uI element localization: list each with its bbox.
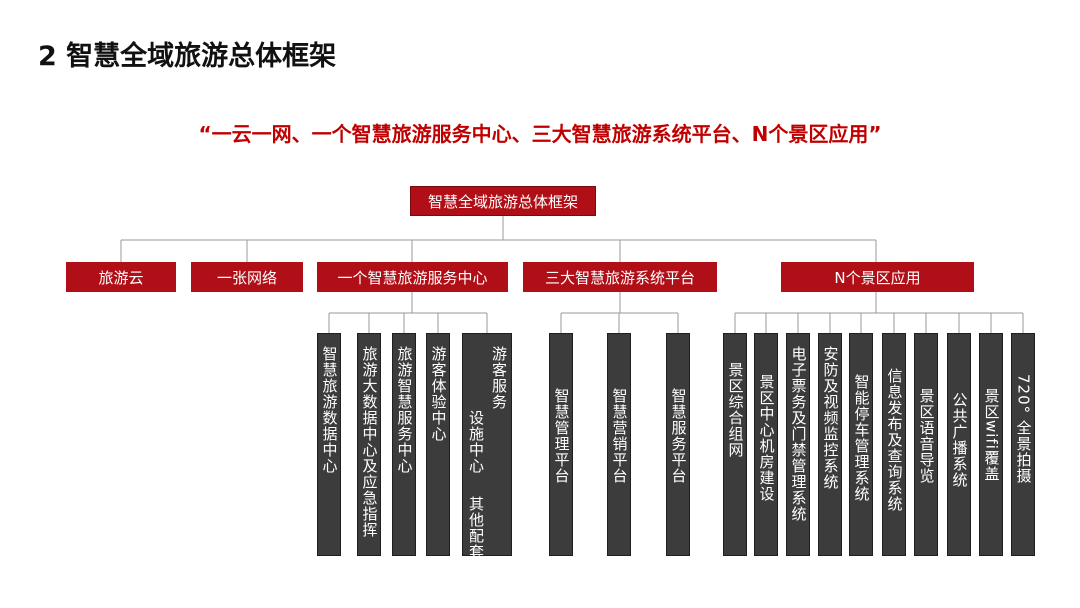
leaf-label: 公共广播系统 (950, 392, 969, 488)
root-label: 智慧全域旅游总体框架 (427, 192, 578, 211)
leaf-sub-label: 设施中心 (467, 410, 485, 474)
leaf-scenic: 智能停车管理系统 (849, 333, 873, 556)
leaf-label: 旅游大数据中心及应急指挥 (360, 346, 379, 538)
root-node: 智慧全域旅游总体框架 (410, 186, 596, 216)
leaf-label: 游客服务 (490, 346, 508, 410)
leaf-scenic: 信息发布及查询系统 (882, 333, 906, 556)
leaf-label: 设施中心其他配套 (467, 410, 485, 560)
leaf-label: 安防及视频监控系统 (821, 346, 840, 490)
leaf-label: 景区综合组网 (726, 362, 745, 458)
leaf-platform: 智慧服务平台 (666, 333, 690, 556)
node-label: 三大智慧旅游系统平台 (544, 268, 695, 287)
leaf-label: 智慧管理平台 (552, 388, 571, 484)
node-label: 旅游云 (98, 268, 144, 287)
leaf-label: 景区语音导览 (917, 388, 936, 484)
leaf-label: 电子票务及门禁管理系统 (789, 346, 808, 522)
leaf-label: 720° 全景拍摄 (1014, 374, 1033, 484)
leaf-service-center: 游客体验中心 (426, 333, 450, 556)
leaf-scenic: 公共广播系统 (947, 333, 971, 556)
leaf-platform: 智慧管理平台 (549, 333, 573, 556)
leaf-sub-label: 其他配套 (467, 496, 485, 560)
leaf-scenic: 720° 全景拍摄 (1011, 333, 1035, 556)
leaf-label: 智慧营销平台 (610, 388, 629, 484)
leaf-scenic: 电子票务及门禁管理系统 (786, 333, 810, 556)
leaf-scenic: 景区wifi覆盖 (979, 333, 1003, 556)
leaf-label: 景区wifi覆盖 (982, 388, 1001, 482)
node-tourism-cloud: 旅游云 (66, 262, 176, 292)
node-scenic-apps: N个景区应用 (781, 262, 974, 292)
leaf-scenic: 安防及视频监控系统 (818, 333, 842, 556)
leaf-service-center: 智慧旅游数据中心 (317, 333, 341, 556)
leaf-label: 旅游智慧服务中心 (395, 346, 414, 474)
leaf-service-center: 旅游智慧服务中心 (392, 333, 416, 556)
leaf-service-center: 旅游大数据中心及应急指挥 (357, 333, 381, 556)
node-service-center: 一个智慧旅游服务中心 (317, 262, 508, 292)
leaf-label: 智能停车管理系统 (852, 374, 871, 502)
leaf-service-center-extra: 游客服务 设施中心其他配套 (462, 333, 512, 560)
node-network: 一张网络 (191, 262, 303, 292)
node-platforms: 三大智慧旅游系统平台 (523, 262, 717, 292)
node-label: 一张网络 (216, 268, 277, 287)
node-label: N个景区应用 (834, 268, 921, 287)
leaf-scenic: 景区综合组网 (723, 333, 747, 556)
leaf-label: 景区中心机房建设 (757, 374, 776, 502)
leaf-label: 智慧服务平台 (669, 388, 688, 484)
leaf-label: 游客体验中心 (429, 346, 448, 442)
subtitle: “一云一网、一个智慧旅游服务中心、三大智慧旅游系统平台、N个景区应用” (198, 122, 882, 146)
node-label: 一个智慧旅游服务中心 (337, 268, 488, 287)
leaf-platform: 智慧营销平台 (607, 333, 631, 556)
leaf-label: 信息发布及查询系统 (885, 368, 904, 512)
leaf-scenic: 景区语音导览 (914, 333, 938, 556)
leaf-scenic: 景区中心机房建设 (754, 333, 778, 556)
page-title: 2 智慧全域旅游总体框架 (38, 41, 337, 72)
leaf-label: 智慧旅游数据中心 (320, 346, 339, 474)
